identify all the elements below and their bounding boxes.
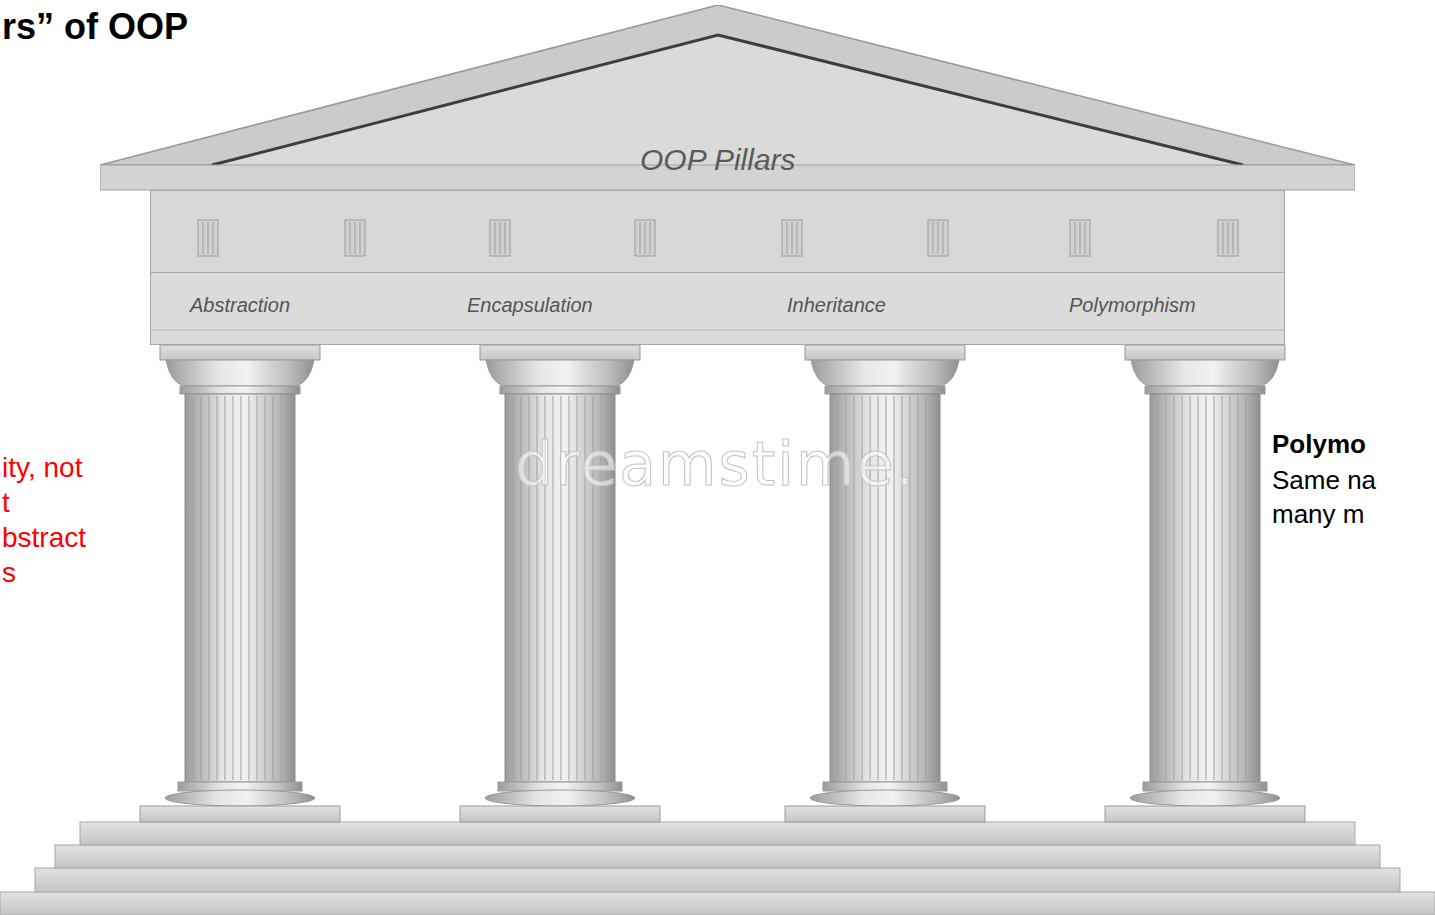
entablature-outline: [150, 190, 1285, 345]
pillar-label: Inheritance: [787, 294, 886, 317]
pillar-label: Polymorphism: [1069, 294, 1196, 317]
watermark: dreamstime.: [515, 430, 916, 499]
note-text: ity, not: [2, 452, 82, 484]
note-text: many m: [1272, 500, 1364, 530]
note-heading: Polymo: [1272, 430, 1366, 460]
note-text: t: [2, 487, 10, 519]
pediment-title: OOP Pillars: [640, 143, 796, 178]
pillar-label: Encapsulation: [467, 294, 593, 317]
pediment: OOP Pillars: [100, 5, 1355, 191]
note-text: Same na: [1272, 466, 1376, 496]
slide-title: rs” of OOP: [2, 6, 188, 47]
pillar-label: Abstraction: [190, 294, 290, 317]
entablature-band: Abstraction Encapsulation Inheritance Polym…: [150, 190, 1285, 345]
note-text: bstract: [2, 522, 86, 554]
note-text: s: [2, 557, 16, 589]
